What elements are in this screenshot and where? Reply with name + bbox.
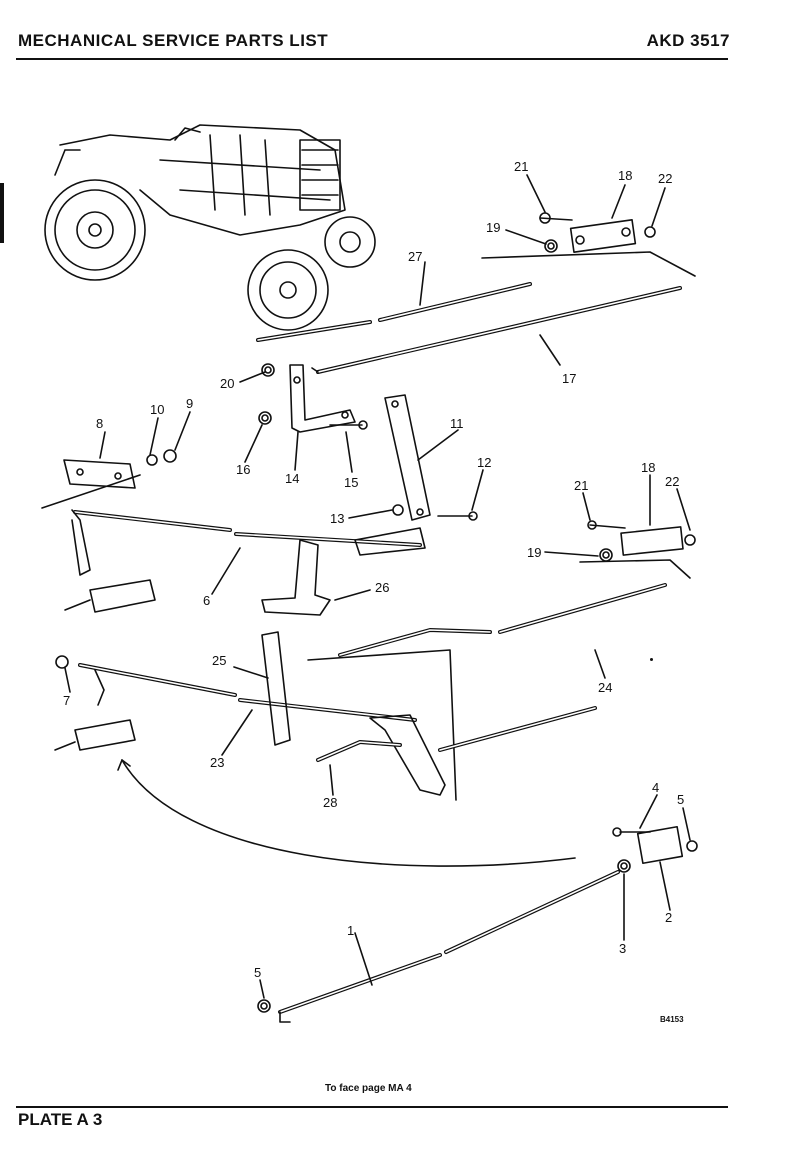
callout-number: 28 <box>323 795 337 810</box>
callout-number: 7 <box>63 693 70 708</box>
callout-number: 26 <box>375 580 389 595</box>
callout-number: 19 <box>486 220 500 235</box>
callout-number: 3 <box>619 941 626 956</box>
callout-number: 9 <box>186 396 193 411</box>
callout-number: 17 <box>562 371 576 386</box>
callout-number: 12 <box>477 455 491 470</box>
callout-labels: 21 18 22 19 27 17 20 10 9 8 16 14 15 11 … <box>63 159 684 980</box>
callout-number: 20 <box>220 376 234 391</box>
page-title: MECHANICAL SERVICE PARTS LIST <box>18 31 329 50</box>
callout-number: 22 <box>658 171 672 186</box>
callout-number: 25 <box>212 653 226 668</box>
footer-rule <box>16 1106 728 1108</box>
facing-page-note: To face page MA 4 <box>325 1083 412 1094</box>
callout-number: 15 <box>344 475 358 490</box>
callout-number: 27 <box>408 249 422 264</box>
callout-number: 21 <box>514 159 528 174</box>
callout-number: 18 <box>618 168 632 183</box>
callout-number: 8 <box>96 416 103 431</box>
callout-number: 16 <box>236 462 250 477</box>
callout-number: 22 <box>665 474 679 489</box>
plate-label: PLATE A 3 <box>18 1110 103 1129</box>
page-edge-mark <box>0 183 4 243</box>
figure-reference-code: B4153 <box>660 1015 684 1024</box>
callout-number: 18 <box>641 460 655 475</box>
callout-number: 1 <box>347 923 354 938</box>
callout-number: 14 <box>285 471 299 486</box>
callout-number: 6 <box>203 593 210 608</box>
callout-number: 24 <box>598 680 612 695</box>
header-rule <box>16 58 728 60</box>
callout-number: 10 <box>150 402 164 417</box>
callout-number: 19 <box>527 545 541 560</box>
callout-number: 11 <box>450 416 464 431</box>
callout-number: 4 <box>652 780 659 795</box>
callout-number: 5 <box>677 792 684 807</box>
callout-number: 21 <box>574 478 588 493</box>
callout-number: 23 <box>210 755 224 770</box>
document-code: AKD 3517 <box>646 31 730 50</box>
speck <box>650 658 653 661</box>
callout-number: 13 <box>330 511 344 526</box>
callout-number: 2 <box>665 910 672 925</box>
tractor-illustration <box>44 124 376 331</box>
callout-number: 5 <box>254 965 261 980</box>
